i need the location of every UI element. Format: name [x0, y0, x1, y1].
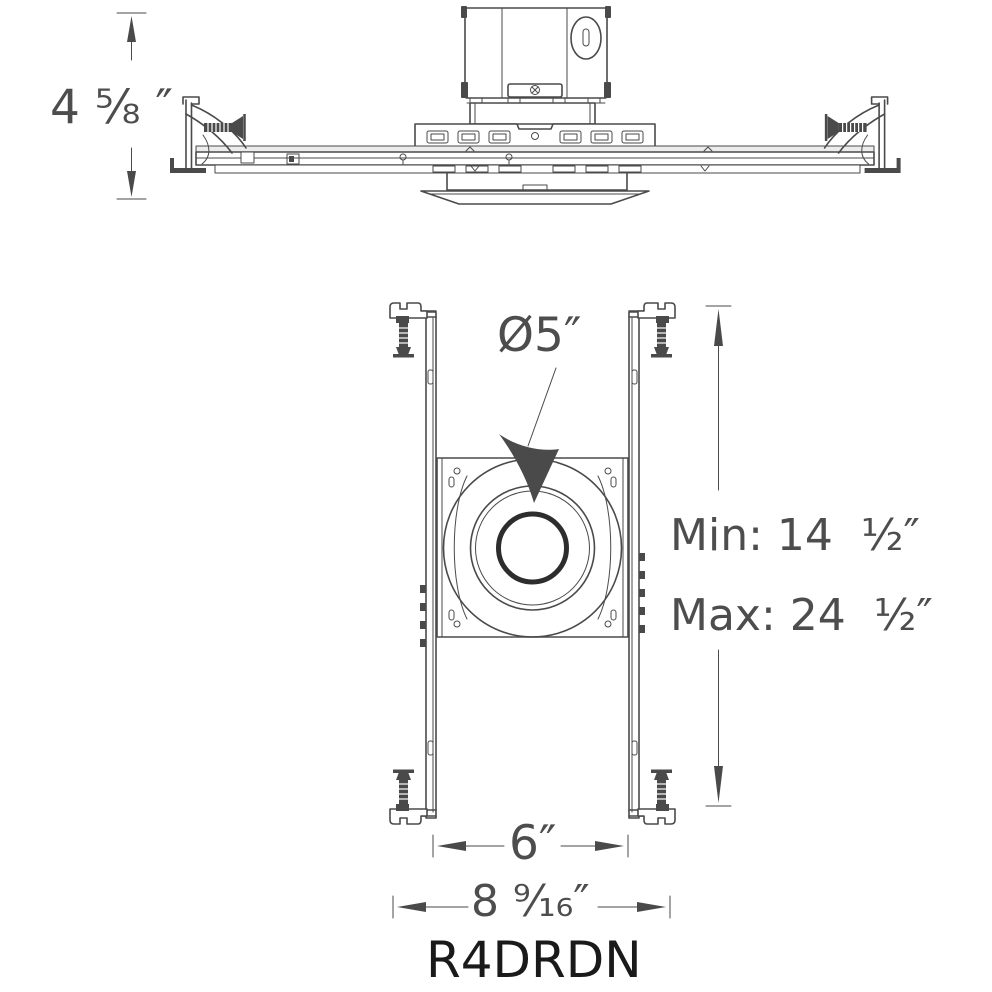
side-height-dimension-label: 4 ⅝ ″: [50, 80, 173, 135]
min-extension-label: Min: 14 ½″: [670, 510, 920, 561]
plate-width-dimension-line: [432, 834, 629, 858]
plate-slots: [426, 130, 644, 144]
mounting-pedestal: [469, 102, 596, 125]
height-dimension-line: [116, 12, 147, 200]
hanger-bar-left: [420, 311, 437, 819]
rail-clip: [286, 153, 300, 165]
junction-box: [461, 6, 611, 104]
hanger-bar-right: [628, 311, 645, 819]
arrowhead-down: [714, 766, 723, 803]
arrowhead-up: [714, 309, 723, 346]
arrowhead-up: [127, 16, 136, 42]
arrowhead-left: [397, 902, 426, 912]
nail-foot-top-left: [389, 302, 437, 358]
hanger-rails: [195, 145, 875, 174]
arrowhead-right: [637, 902, 666, 912]
aperture-circle-inner: [496, 511, 569, 585]
aperture-dimension-label: Ø5″: [497, 308, 582, 363]
overall-width-dimension-label: 8 ⁹⁄₁₆″: [471, 876, 590, 927]
box-tab: [604, 82, 611, 98]
box-tab: [461, 82, 468, 98]
max-extension-label: Max: 24 ½″: [670, 590, 933, 641]
side-view: [170, 6, 902, 205]
aperture-leader-arrow: [499, 367, 559, 503]
trim-flange: [420, 172, 650, 205]
box-screw: [530, 85, 540, 95]
mounting-plate: [414, 123, 656, 147]
rail-strip-slots: [432, 165, 642, 173]
knockout-ellipse: [570, 16, 602, 60]
plate-width-dimension-label: 6″: [509, 816, 557, 871]
end-bracket-left: [170, 96, 247, 173]
box-tab: [461, 6, 467, 18]
model-number-label: R4DRDN: [426, 931, 642, 989]
box-tab: [605, 6, 611, 18]
arrowhead-left: [437, 841, 466, 851]
leader-arrowhead: [499, 434, 559, 503]
plan-view: [389, 302, 732, 919]
bracket-screw: [204, 114, 246, 141]
overall-width-dimension-line: [392, 895, 671, 919]
arrowhead-right: [595, 841, 624, 851]
arrowhead-down: [127, 171, 136, 197]
extension-dimension-line: [705, 305, 732, 807]
